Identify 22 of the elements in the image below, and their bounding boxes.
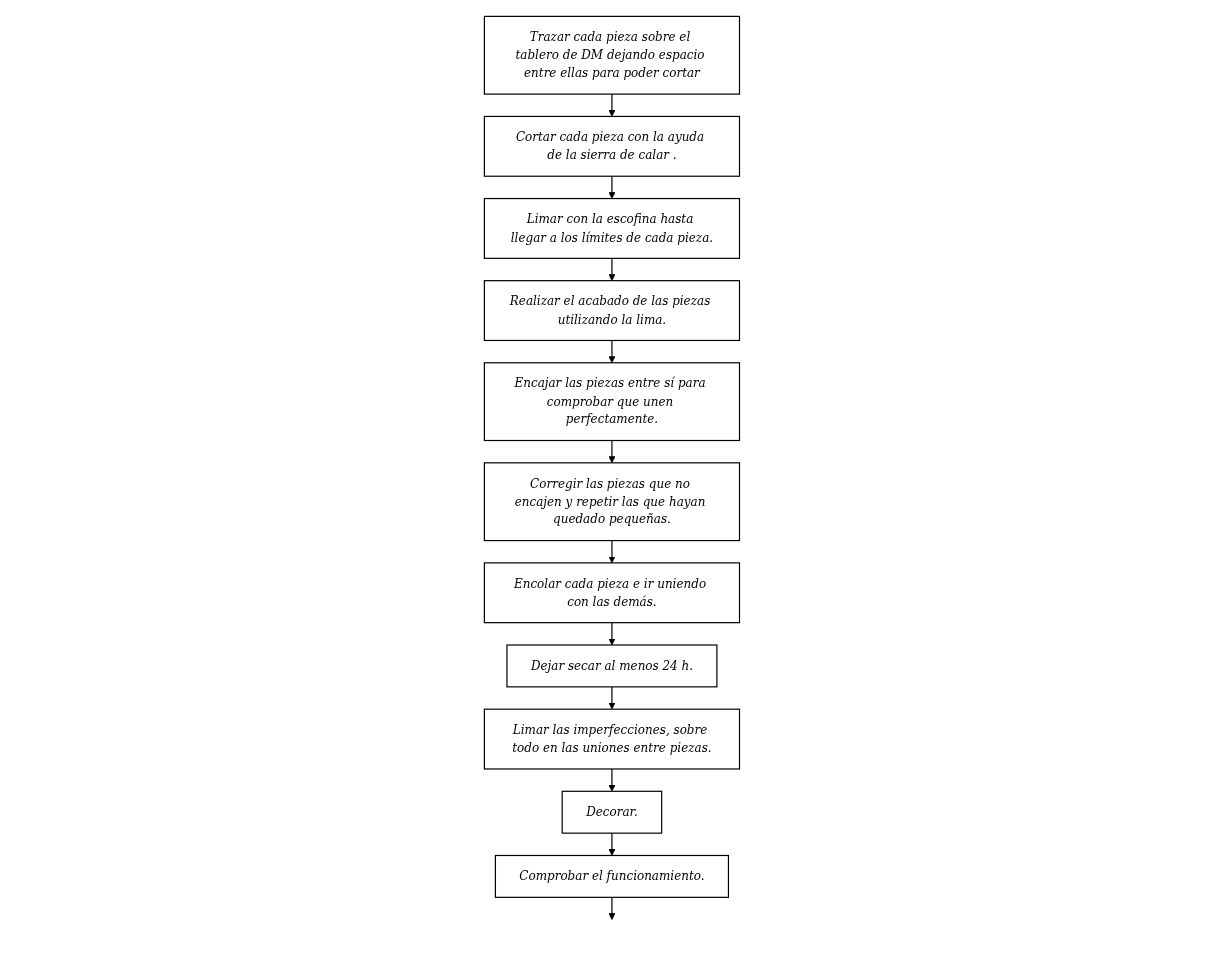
arrow [608,93,616,117]
arrow [608,621,616,645]
node-box: Limar con la escofina hasta llegar a los límites de cada pieza. [483,197,741,259]
arrow [608,767,616,792]
node-box: Realizar el acabado de las piezas utilizando la lima. [483,279,741,341]
node-box: Decorar. [561,790,663,834]
arrow [608,539,616,563]
node-box: Comprobar el funcionamiento. [494,854,730,898]
node-box: Encajar las piezas entre sí para comprobar que unen perfectamente. [483,361,741,441]
arrow [608,896,616,920]
arrow [608,832,616,856]
arrow [608,685,616,709]
node-box: Encolar cada pieza e ir uniendo con las demás. [483,561,741,623]
arrow [608,439,616,463]
arrow [608,339,616,363]
node-box: Trazar cada pieza sobre el tablero de DM dejando espacio entre ellas para poder cortar [483,15,741,95]
node-box: Limar las imperfecciones, sobre todo en las uniones entre piezas. [483,708,741,770]
node-box: Dejar secar al menos 24 h. [506,643,718,687]
arrow [608,175,616,199]
node-box: Corregir las piezas que no encajen y repetir las que hayan quedado pequeñas. [483,461,741,541]
arrow [608,257,616,281]
node-box: Cortar cada pieza con la ayuda de la sierra de calar . [483,115,741,177]
